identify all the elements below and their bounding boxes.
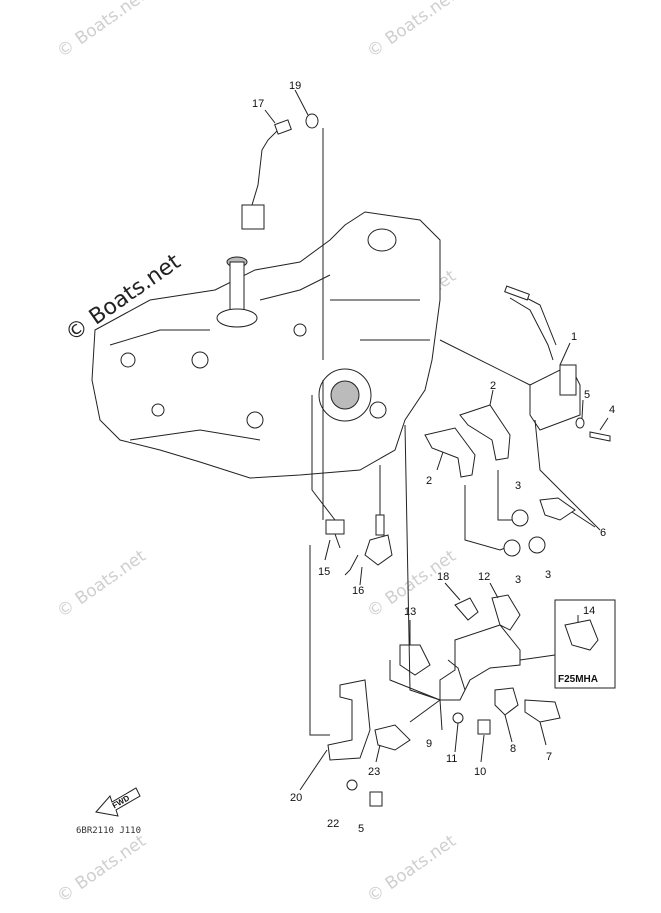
watermark: © Boats.net [53,546,150,622]
callout-12: 12 [478,571,490,583]
leader-lines [264,89,609,791]
callout-9: 9 [426,738,432,750]
watermark: © Boats.net [363,0,460,62]
sensor-cable [241,113,319,230]
callout-11: 11 [446,753,457,765]
callout-7: 7 [546,751,552,763]
callout-3: 3 [515,574,521,586]
variant-label: F25MHA [558,674,598,685]
callout-14: 14 [583,605,595,617]
variant-box: F25MHA [554,599,616,689]
callout-2: 2 [490,380,496,392]
engine-block [91,211,441,479]
callout-8: 8 [510,743,516,755]
callout-6: 6 [600,527,606,539]
callout-19: 19 [289,80,301,92]
callouts: 1 2 2 3 3 3 4 5 6 7 8 9 10 11 12 13 14 1… [252,80,615,835]
diagram-code: 6BR2110 J110 [76,826,141,836]
callout-3: 3 [545,569,551,581]
watermark: © Boats.net [363,831,460,907]
watermark: © Boats.net [53,0,150,62]
callout-4: 4 [609,404,615,416]
watermark: © Boats.net [53,831,150,907]
ignition-coil [504,285,611,531]
callout-16: 16 [352,585,364,597]
callout-17: 17 [252,98,264,110]
callout-5: 5 [584,389,590,401]
callout-2: 2 [426,475,432,487]
bracket-parts [327,594,561,807]
callout-10: 10 [474,766,486,778]
callout-15: 15 [318,566,330,578]
callout-5: 5 [358,823,364,835]
callout-23: 23 [368,766,380,778]
callout-22: 22 [327,818,339,830]
callout-20: 20 [290,792,302,804]
callout-18: 18 [437,571,449,583]
sensors [325,465,393,576]
callout-3: 3 [515,480,521,492]
fwd-arrow-icon: FWD [95,787,141,817]
callout-13: 13 [404,606,416,618]
spark-plug-caps [424,404,520,551]
callout-1: 1 [571,331,577,343]
grommets [503,497,576,557]
